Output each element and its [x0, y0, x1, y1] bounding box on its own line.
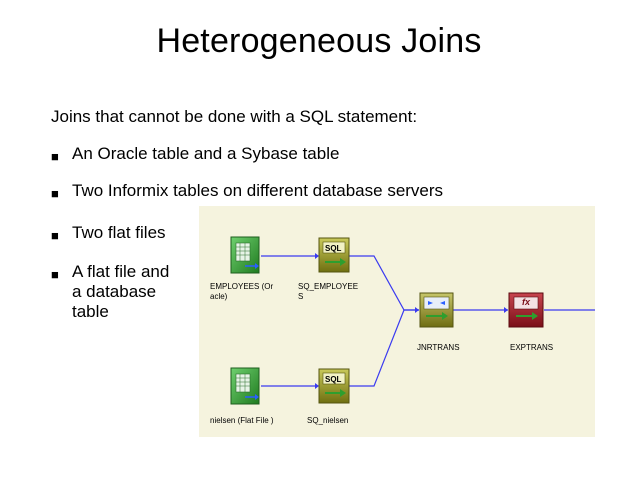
source-table-icon [230, 236, 260, 274]
square-bullet-icon: ■ [51, 149, 59, 164]
sql-badge: SQL [325, 375, 342, 384]
nielsen-label: nielsen (Flat File ) [210, 416, 274, 425]
jnrtrans-label: JNRTRANS [417, 343, 460, 352]
flat-file-icon [230, 367, 260, 405]
source-qualifier-icon [318, 237, 350, 273]
expression-icon [508, 292, 544, 328]
square-bullet-icon: ■ [51, 228, 59, 243]
mapping-diagram: SQL SQL fx EMPLOYEES (Or acle) SQ_EMPLOY… [199, 206, 595, 437]
square-bullet-icon: ■ [51, 267, 59, 282]
link-arrowheads [315, 253, 508, 389]
joiner-icon [419, 292, 454, 328]
source-qualifier-icon [318, 368, 350, 404]
diagram-links [230, 236, 595, 405]
sq-nielsen-label: SQ_nielsen [307, 416, 349, 425]
exptrans-label: EXPTRANS [510, 343, 554, 352]
intro-text: Joins that cannot be done with a SQL sta… [51, 107, 418, 126]
page-title: Heterogeneous Joins [156, 22, 482, 60]
sql-badge: SQL [325, 244, 342, 253]
square-bullet-icon: ■ [51, 186, 59, 201]
fx-badge: fx [522, 297, 531, 307]
link-lines [261, 255, 595, 387]
sq-employees-label: SQ_EMPLOYEE S [298, 282, 359, 301]
employees-label: EMPLOYEES (Or acle) [210, 282, 274, 301]
